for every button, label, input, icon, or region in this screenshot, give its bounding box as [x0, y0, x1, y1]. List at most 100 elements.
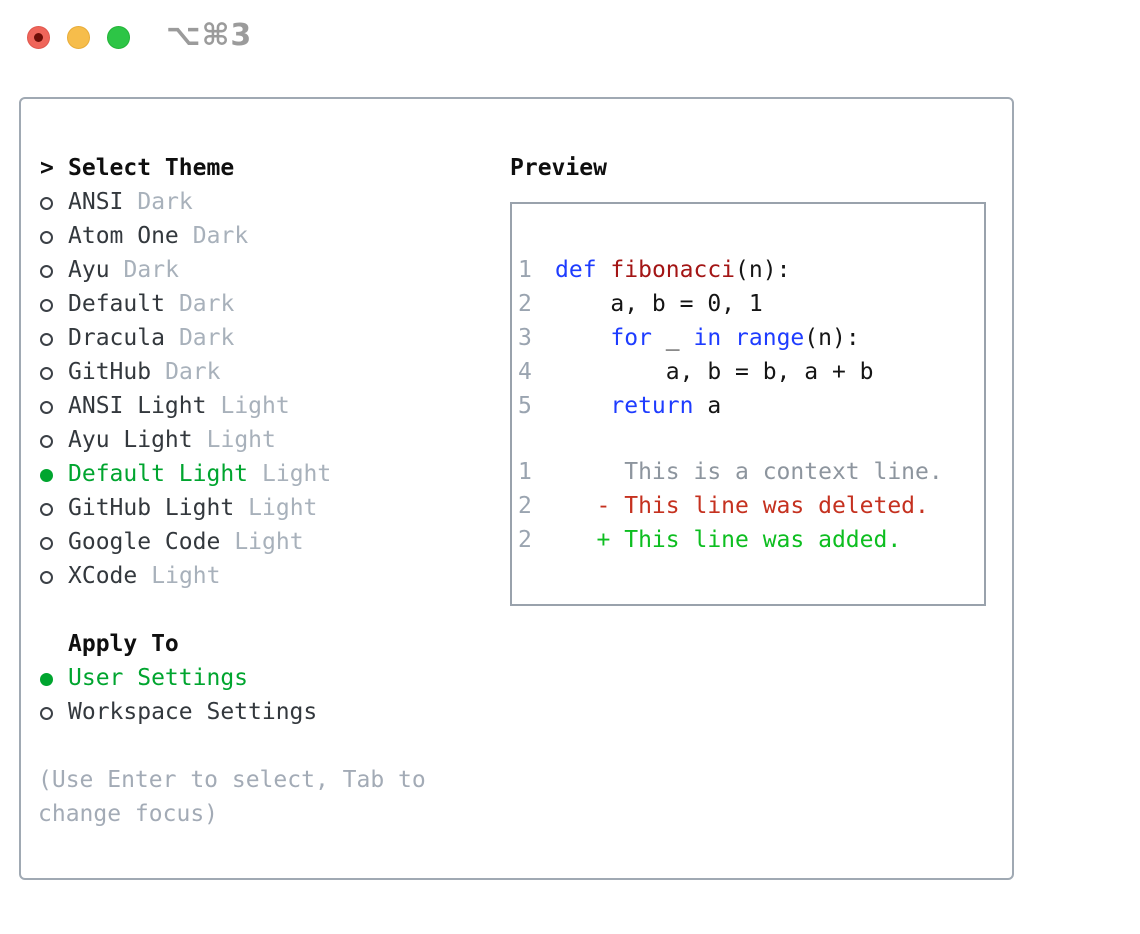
line-number: 5 — [518, 393, 532, 419]
theme-list-item[interactable]: ANSI Dark — [38, 185, 483, 219]
code-token: fibonacci — [610, 257, 736, 283]
line-number: 2 — [518, 493, 532, 519]
theme-list-item[interactable]: Atom One Dark — [38, 219, 483, 253]
theme-variant-tag: Dark — [137, 189, 193, 215]
theme-variant-tag: Light — [262, 461, 332, 487]
theme-list-item-label: Ayu Light — [68, 427, 193, 453]
line-number: 2 — [518, 291, 532, 317]
radio-icon — [40, 231, 53, 244]
titlebar: ⌥⌘3 — [0, 0, 1140, 75]
radio-icon — [40, 367, 53, 380]
radio-icon — [40, 537, 53, 550]
window-shortcut-label: ⌥⌘3 — [166, 18, 253, 53]
radio-icon — [40, 401, 53, 414]
theme-variant-tag: Dark — [123, 257, 179, 283]
theme-list-item-label: Atom One — [68, 223, 179, 249]
radio-icon — [40, 333, 53, 346]
theme-list-item-label: XCode — [68, 563, 138, 589]
code-token: def — [555, 257, 597, 283]
theme-list-item[interactable]: Dracula Dark — [38, 321, 483, 355]
focus-caret: > — [40, 155, 54, 181]
theme-list-item-label: GitHub — [68, 359, 152, 385]
apply-to-option-label: User Settings — [68, 665, 249, 691]
radio-icon — [40, 197, 53, 210]
code-token: for — [610, 325, 652, 351]
apply-to-option[interactable]: Workspace Settings — [38, 695, 483, 729]
theme-list-item-label: ANSI Light — [68, 393, 207, 419]
close-button[interactable] — [27, 26, 50, 49]
theme-list-item[interactable]: Google Code Light — [38, 525, 483, 559]
zoom-button[interactable] — [107, 26, 130, 49]
theme-list-item[interactable]: Ayu Light Light — [38, 423, 483, 457]
theme-variant-tag: Light — [206, 427, 276, 453]
diff-line-del: 2 - This line was deleted. — [518, 489, 984, 523]
radio-icon — [40, 435, 53, 448]
theme-list-item[interactable]: Default Light Light — [38, 457, 483, 491]
code-line: 3 for _ in range(n): — [518, 321, 984, 355]
theme-list-item[interactable]: XCode Light — [38, 559, 483, 593]
theme-list-item-label: ANSI — [68, 189, 124, 215]
code-token: (n): — [735, 257, 791, 283]
theme-list-item-label: Google Code — [68, 529, 221, 555]
diff-text: - This line was deleted. — [555, 493, 929, 519]
code-token: in — [693, 325, 722, 351]
select-theme-header: > Select Theme — [38, 151, 483, 185]
diff-text: + This line was added. — [555, 527, 902, 553]
code-line: 2 a, b = 0, 1 — [518, 287, 984, 321]
theme-list-item[interactable]: GitHub Dark — [38, 355, 483, 389]
code-token: return — [610, 393, 694, 419]
code-token — [555, 325, 610, 351]
theme-variant-tag: Light — [220, 393, 290, 419]
code-token: (n): — [804, 325, 860, 351]
theme-list-item-label: Ayu — [68, 257, 110, 283]
select-theme-title: Select Theme — [68, 155, 235, 181]
minimize-button[interactable] — [67, 26, 90, 49]
line-number: 1 — [518, 459, 532, 485]
apply-to-header: Apply To — [68, 631, 179, 657]
code-token — [597, 257, 611, 283]
hint-text: (Use Enter to select, Tab to change focu… — [38, 767, 426, 827]
radio-icon — [40, 707, 53, 720]
theme-variant-tag: Dark — [192, 223, 249, 249]
theme-variant-tag: Light — [234, 529, 304, 555]
diff-preview: 1 This is a context line.2 - This line w… — [518, 455, 984, 557]
theme-variant-tag: Dark — [178, 325, 235, 351]
theme-variant-tag: Light — [248, 495, 318, 521]
preview-spacer — [518, 423, 984, 455]
code-token: a, b = 0, 1 — [555, 291, 763, 317]
radio-icon — [40, 299, 53, 312]
theme-variant-tag: Dark — [178, 291, 235, 317]
apply-to-option[interactable]: User Settings — [38, 661, 483, 695]
code-line: 5 return a — [518, 389, 984, 423]
code-token: range — [735, 325, 805, 351]
radio-selected-icon — [40, 673, 53, 686]
radio-icon — [40, 571, 53, 584]
theme-list-item[interactable]: ANSI Light Light — [38, 389, 483, 423]
apply-to-option-label: Workspace Settings — [68, 699, 318, 725]
code-token: a — [693, 393, 722, 419]
diff-text: This is a context line. — [555, 459, 943, 485]
radio-selected-icon — [40, 469, 53, 482]
code-line: 4 a, b = b, a + b — [518, 355, 984, 389]
theme-list-item-label: Default Light — [68, 461, 249, 487]
traffic-lights — [27, 26, 130, 49]
diff-line-ctx: 1 This is a context line. — [518, 455, 984, 489]
line-number: 3 — [518, 325, 532, 351]
theme-list-item[interactable]: Ayu Dark — [38, 253, 483, 287]
radio-icon — [40, 503, 53, 516]
code-token: a, b = b, a + b — [555, 359, 874, 385]
line-number: 4 — [518, 359, 532, 385]
unsaved-changes-dot — [34, 33, 43, 42]
theme-list-item-label: Dracula — [68, 325, 165, 351]
theme-variant-tag: Light — [151, 563, 221, 589]
theme-variant-tag: Dark — [165, 359, 221, 385]
